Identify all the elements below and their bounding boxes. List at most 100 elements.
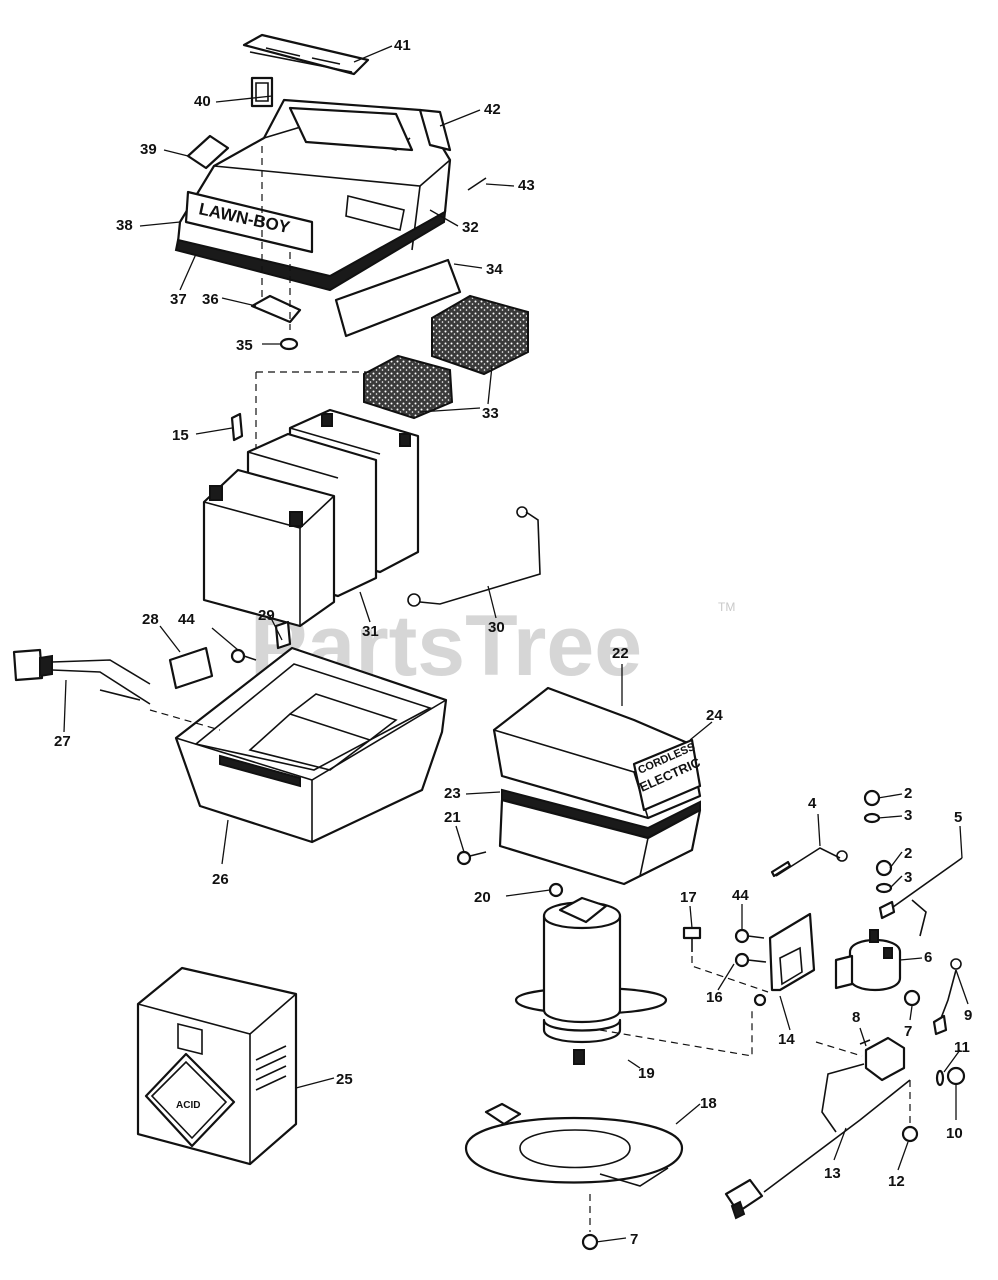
callout-37: 37 [170,291,187,308]
part-3-washer-b [875,882,893,894]
part-42-decal [418,108,452,152]
part-11-washer [935,1069,945,1087]
callout-28: 28 [142,611,159,628]
callout-30: 30 [488,619,505,636]
callout-2a: 2 [904,785,912,802]
top-cover-assembly: LAWN-BOY [174,33,529,420]
callout-8: 8 [852,1009,860,1026]
callout-25: 25 [336,1071,353,1088]
part-26-tray [174,646,448,844]
part-40-gasket [250,76,274,108]
callout-40: 40 [194,93,211,110]
part-6-solenoid [834,929,902,992]
part-13-cord [724,1063,911,1220]
callout-7a: 7 [630,1231,638,1248]
callout-44b: 44 [732,887,749,904]
callout-33: 33 [482,405,499,422]
callout-31: 31 [362,623,379,640]
part-38-cover: LAWN-BOY [174,98,452,292]
part-41-lid [242,33,370,76]
callout-39: 39 [140,141,157,158]
part-7-nut-a [581,1233,599,1251]
part-19-motor-body [542,914,622,1024]
callout-10: 10 [946,1125,963,1142]
callout-16: 16 [706,989,723,1006]
part-9-terminal [932,958,962,1036]
callout-32: 32 [462,219,479,236]
callout-9: 9 [964,1007,972,1024]
motor-assembly [464,896,753,1251]
callout-20: 20 [474,889,491,906]
part-8-switch [859,1036,906,1082]
callout-12: 12 [888,1173,905,1190]
callout-5: 5 [954,809,962,826]
callout-43: 43 [518,177,535,194]
callout-19: 19 [638,1065,655,1082]
part-5-wire [878,857,963,937]
callout-3a: 3 [904,807,912,824]
acid-label: ACID [176,1100,200,1111]
part-34-label [334,258,462,338]
part-4-wire [770,847,848,878]
callout-44a: 44 [178,611,195,628]
callout-22: 22 [612,645,629,662]
callout-4: 4 [808,795,817,812]
callout-3b: 3 [904,869,912,886]
part-35-washer [279,337,299,351]
part-21-screw [456,850,487,866]
callout-17: 17 [680,889,697,906]
callout-34: 34 [486,261,503,278]
callout-41: 41 [394,37,411,54]
part-22-housing-base [498,798,702,886]
callout-11: 11 [954,1039,970,1056]
callout-29: 29 [258,607,275,624]
part-12-nut [901,1125,919,1143]
callout-42: 42 [484,101,501,118]
part-29-clip [274,620,292,650]
part-18-mount-ring [464,1116,684,1184]
part-39-decal [186,134,230,170]
part-30-cable [419,511,541,605]
part-16-screw [734,952,767,968]
callout-15: 15 [172,427,189,444]
callout-13: 13 [824,1165,841,1182]
part-27-harness [12,648,151,705]
part-10-nut [946,1066,966,1086]
part-33-filter-b [363,354,454,420]
motor-housing: CORDLESS ELECTRIC [456,686,703,898]
callout-24: 24 [706,707,723,724]
part-43-pin [467,177,487,191]
callout-23: 23 [444,785,461,802]
callout-27: 27 [54,733,71,750]
part-24-label [632,738,702,812]
part-3-washer-a [863,812,881,824]
switch-assembly [682,789,966,1220]
part-17-bolt [682,926,702,952]
battery-pack [202,371,541,650]
callout-7b: 7 [904,1023,912,1040]
callout-6: 6 [924,949,932,966]
callout-35: 35 [236,337,253,354]
callout-36: 36 [202,291,219,308]
battery-tray [12,646,448,844]
part-33-filter-a [431,294,529,376]
callouts: 41 40 39 42 43 38 32 34 37 36 35 33 15 3… [54,37,972,1248]
callout-26: 26 [212,871,229,888]
part-7-nut-b [903,989,921,1007]
callout-2b: 2 [904,845,912,862]
part-2-nut-a [863,789,881,807]
leader-lines [63,45,969,1243]
battery-front [202,468,336,628]
callout-38: 38 [116,217,133,234]
part-25-acid-pack: ACID [136,966,298,1166]
part-20-nut [548,882,564,898]
callout-21: 21 [444,809,461,826]
watermark-trademark: TM [718,600,735,614]
part-2-nut-b [875,859,893,877]
callout-18: 18 [700,1095,717,1112]
part-36-bracket [250,294,302,324]
callout-14: 14 [778,1031,795,1048]
part-15-terminal [230,412,244,442]
part-28-pad [168,646,214,690]
